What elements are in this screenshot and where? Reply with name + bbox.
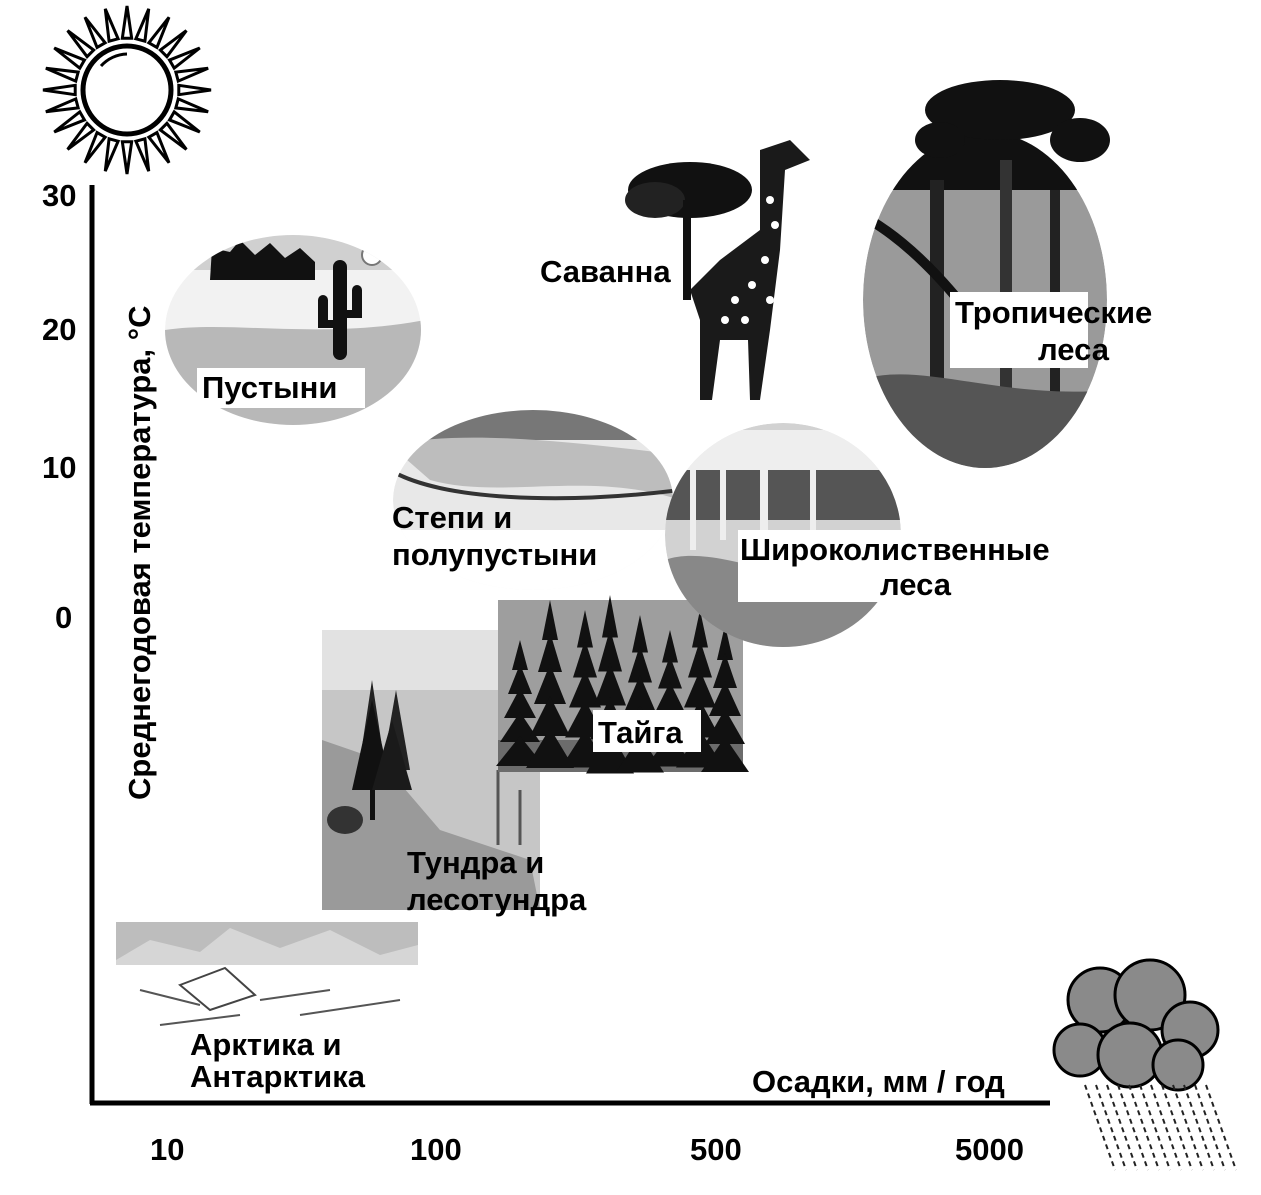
broadleaf-label-1: Широколиственные	[740, 532, 1050, 567]
arctic-label-1: Арктика и	[190, 1027, 342, 1062]
desert-label: Пустыни	[202, 370, 337, 405]
x-tick-10: 10	[150, 1132, 184, 1167]
y-tick-30: 30	[42, 178, 76, 213]
tropical-label-bg	[950, 292, 1088, 368]
tropical-canopy	[915, 80, 1110, 162]
y-axis-label: Среднегодовая температура, °С	[122, 305, 157, 800]
x-tick-100: 100	[410, 1132, 462, 1167]
steppe-illustration	[393, 410, 673, 590]
y-tick-20: 20	[42, 312, 76, 347]
rain-cloud-icon	[1052, 958, 1237, 1171]
x-axis-label: Осадки, мм / год	[752, 1064, 1005, 1099]
broadleaf-label-2: леса	[880, 567, 952, 602]
x-tick-500: 500	[690, 1132, 742, 1167]
y-tick-10: 10	[42, 450, 76, 485]
x-tick-5000: 5000	[955, 1132, 1024, 1167]
savanna-label: Саванна	[540, 254, 671, 289]
arctic-illustration	[116, 922, 418, 1026]
tropical-label-2: леса	[1038, 332, 1110, 367]
steppe-label-2: полупустыни	[392, 537, 597, 572]
broadleaf-label-bg	[738, 530, 908, 602]
sun-icon	[42, 5, 212, 175]
tundra-label-2: лесотундра	[407, 882, 587, 917]
steppe-label-1: Степи и	[392, 500, 512, 535]
arctic-label-2: Антарктика	[190, 1059, 366, 1094]
tropical-label-1: Тропические	[955, 295, 1152, 330]
tundra-label-1: Тундра и	[407, 845, 544, 880]
taiga-label-bg	[593, 710, 701, 752]
taiga-label: Тайга	[598, 715, 683, 750]
desert-label-bg	[197, 368, 365, 408]
y-tick-0: 0	[55, 600, 72, 635]
savanna-illustration	[625, 140, 810, 400]
